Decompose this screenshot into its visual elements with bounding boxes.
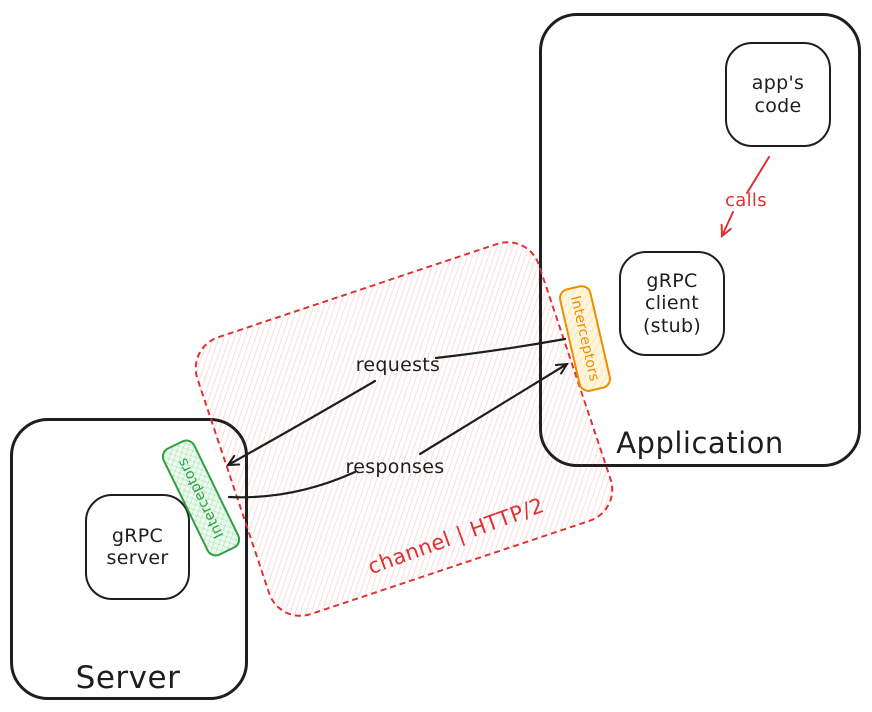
calls-arrow[interactable]	[720, 156, 770, 239]
apps-code-node[interactable]: app's code	[725, 42, 831, 147]
calls-arrow-segment-bottom	[720, 211, 734, 239]
requests-arrow[interactable]	[226, 337, 567, 467]
requests-label[interactable]: requests	[355, 354, 441, 376]
requests-arrow-segment-left	[226, 379, 377, 467]
responses-label[interactable]: responses	[345, 456, 445, 478]
grpc-client-label: gRPC client (stub)	[642, 269, 702, 337]
apps-code-label: app's code	[751, 72, 805, 117]
responses-arrow-segment-left	[227, 470, 357, 499]
application-title[interactable]: Application	[616, 426, 784, 460]
calls-label[interactable]: calls	[725, 190, 767, 211]
grpc-server-label: gRPC server	[106, 524, 169, 569]
grpc-server-node[interactable]: gRPC server	[85, 494, 190, 600]
calls-arrow-segment-top	[746, 156, 770, 194]
requests-arrow-segment-right	[434, 337, 567, 360]
responses-arrow[interactable]	[227, 362, 569, 499]
server-title[interactable]: Server	[75, 660, 181, 696]
grpc-client-node[interactable]: gRPC client (stub)	[619, 251, 725, 356]
responses-arrow-segment-right	[418, 362, 569, 456]
